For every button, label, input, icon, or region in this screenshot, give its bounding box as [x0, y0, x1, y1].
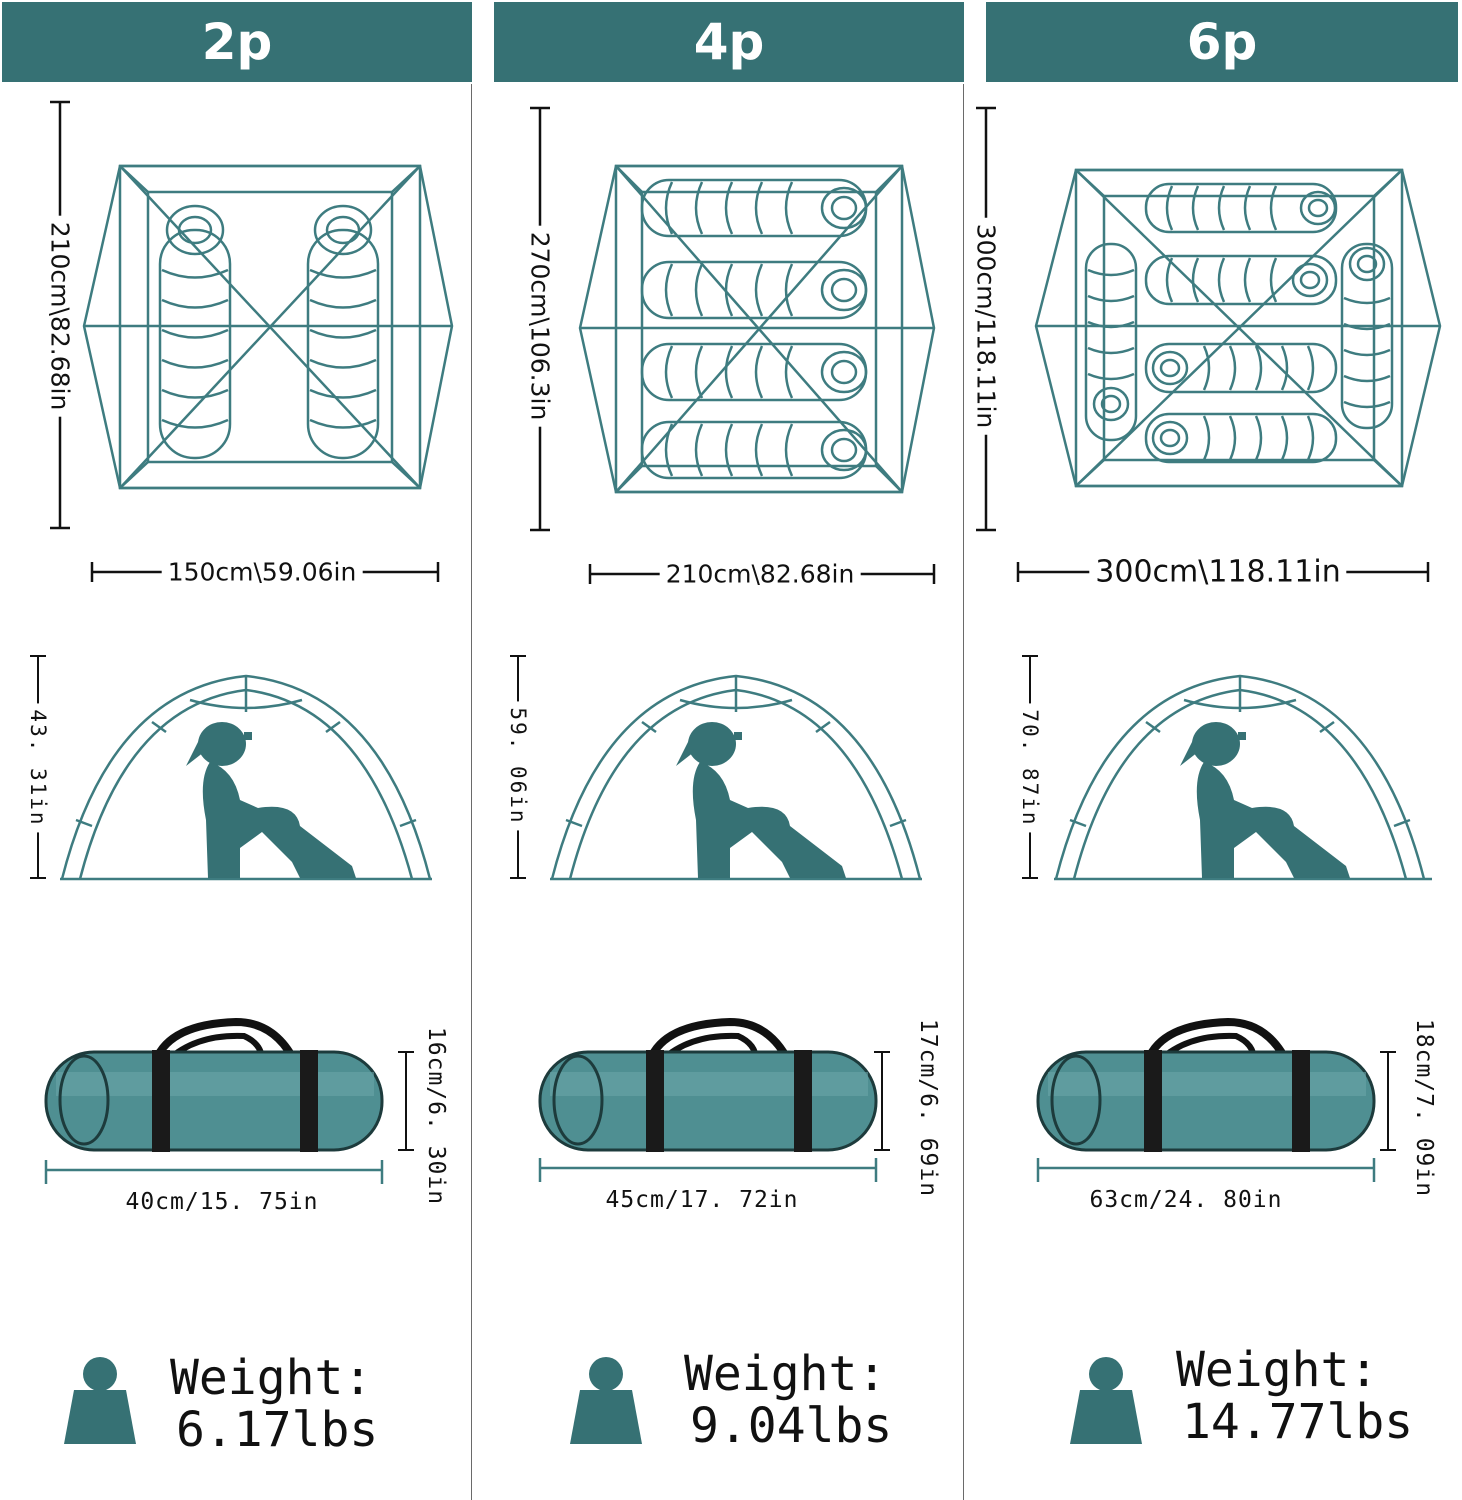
sleeping-bag-icon	[1084, 242, 1138, 442]
tent-side-view-icon	[60, 674, 432, 881]
column-divider	[963, 84, 964, 1500]
column-header: 4p	[494, 2, 964, 82]
weight-icon	[64, 1357, 136, 1444]
sleeping-bag-icon	[1144, 254, 1338, 306]
sleeping-bag-icon	[1144, 342, 1338, 394]
carry-bag-icon	[538, 1017, 878, 1152]
sitting-person-icon	[676, 722, 846, 878]
sitting-person-icon	[186, 722, 356, 878]
bag-length-label: 63cm/24. 80in	[1089, 1187, 1283, 1213]
tent-side-view-icon	[1054, 674, 1432, 881]
sleeping-bag-icon	[1340, 242, 1394, 430]
column-header: 6p	[986, 2, 1458, 82]
sleeping-bag-icon	[640, 420, 868, 480]
tent-floor-plan-icon	[82, 164, 454, 490]
height-label: 59. 06in	[506, 701, 530, 831]
column-divider	[471, 84, 472, 1500]
column-drawings	[976, 106, 1442, 1444]
carry-bag-icon	[1036, 1017, 1376, 1152]
weight-value: 9.04lbs	[690, 1398, 893, 1454]
column-header: 2p	[2, 2, 472, 82]
floor-length-label: 210cm\82.68in	[45, 215, 75, 417]
column-drawings	[510, 106, 936, 1444]
bag-length-label: 40cm/15. 75in	[125, 1189, 319, 1215]
weight-icon	[1070, 1357, 1142, 1444]
bag-height-label: 18cm/7. 09in	[1411, 1012, 1437, 1204]
column-4p: 4p	[472, 0, 964, 1500]
carry-bag-icon	[44, 1017, 384, 1152]
weight-text: Weight: 14.77lbs	[1176, 1344, 1413, 1448]
sitting-person-icon	[1180, 722, 1350, 878]
sleeping-bag-icon	[1144, 412, 1338, 464]
bag-height-label: 17cm/6. 69in	[915, 1012, 941, 1204]
floor-length-label: 270cm\106.3in	[525, 225, 555, 427]
sleeping-bag-icon	[306, 204, 380, 460]
weight-text: Weight: 9.04lbs	[684, 1348, 892, 1452]
column-drawings	[30, 100, 454, 1444]
tent-side-view-icon	[550, 674, 922, 881]
weight-label: Weight:	[170, 1350, 373, 1406]
weight-label: Weight:	[684, 1346, 887, 1402]
floor-width-label: 210cm\82.68in	[659, 559, 861, 589]
bag-length-label: 45cm/17. 72in	[605, 1187, 799, 1213]
column-2p: 2p	[0, 0, 472, 1500]
weight-label: Weight:	[1176, 1342, 1379, 1398]
height-label: 43. 31in	[26, 703, 50, 833]
floor-width-label: 150cm\59.06in	[161, 557, 363, 587]
floor-length-label: 300cm/118.11in	[971, 217, 1001, 435]
sleeping-bag-icon	[640, 342, 868, 402]
sleeping-bag-icon	[1144, 182, 1338, 234]
column-6p: 6p	[964, 0, 1462, 1500]
weight-value: 14.77lbs	[1182, 1394, 1414, 1450]
weight-text: Weight: 6.17lbs	[170, 1352, 378, 1456]
tent-floor-plan-icon	[578, 164, 936, 494]
weight-value: 6.17lbs	[176, 1402, 379, 1458]
sleeping-bag-icon	[158, 204, 232, 460]
height-label: 70. 87in	[1018, 703, 1042, 833]
tent-floor-plan-icon	[1034, 168, 1442, 488]
sleeping-bag-icon	[640, 178, 868, 238]
floor-width-label: 300cm\118.11in	[1089, 554, 1347, 590]
bag-height-label: 16cm/6. 30in	[423, 1020, 449, 1212]
sleeping-bag-icon	[640, 260, 868, 320]
weight-icon	[570, 1357, 642, 1444]
